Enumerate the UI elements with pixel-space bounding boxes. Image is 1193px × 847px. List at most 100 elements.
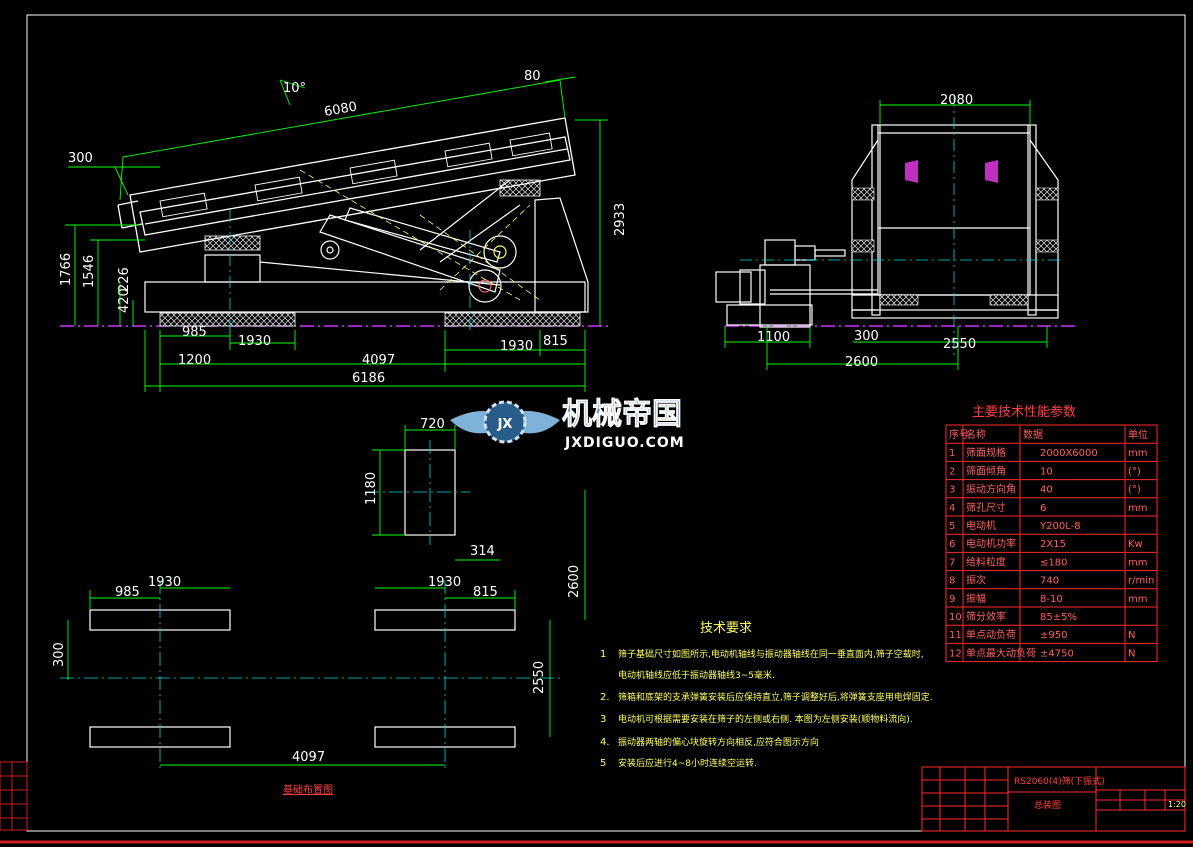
dim-1930b-side: 1930	[500, 339, 533, 354]
dim-1100: 1100	[757, 330, 790, 345]
gear-icon	[483, 400, 527, 444]
params-row-name: 振次	[966, 574, 986, 587]
dim-2600-end: 2600	[845, 355, 878, 370]
params-row-value: ±4750	[1040, 648, 1074, 659]
params-row-value: 740	[1040, 576, 1059, 587]
end-view: 2080 1100 300 2550 2600	[715, 93, 1075, 370]
dim-815-foundation: 815	[473, 585, 498, 600]
params-row-unit: (°)	[1128, 485, 1141, 496]
params-row-value: 2000X6000	[1040, 448, 1098, 459]
end-center-lines	[740, 95, 1060, 355]
side-view: 10° 6080 80 300 1766 1546 420 226 2933 9…	[59, 69, 628, 392]
tech-item-1-text: 电动机轴线应低于振动器轴线3~5毫米.	[618, 669, 775, 681]
params-row-name: 筛面规格	[966, 446, 1006, 459]
params-row-no: 6	[949, 539, 955, 550]
tech-item-4-num: 4.	[600, 737, 610, 748]
dim-1930b-foundation: 1930	[428, 575, 461, 590]
dim-985-foundation: 985	[115, 585, 140, 600]
params-row-value: 40	[1040, 485, 1053, 496]
params-row-no: 3	[949, 485, 955, 496]
upper-springs	[204, 179, 541, 251]
tech-requirements: 技术要求 1 筛子基础尺寸如图所示,电动机轴线与振动器轴线在同一垂直面内,筛子空…	[600, 621, 933, 769]
params-row-no: 11	[949, 630, 962, 641]
params-row-unit: r/min	[1128, 576, 1154, 587]
dim-1930a-side: 1930	[238, 334, 271, 349]
dim-2080: 2080	[940, 93, 973, 108]
params-row-unit: mm	[1128, 557, 1147, 568]
watermark-title: 机械帝国	[562, 397, 682, 432]
foundation-dimension-lines	[67, 425, 586, 766]
watermark-logo: JX 机械帝国 JXDIGUO.COM	[450, 397, 685, 451]
dim-815-side: 815	[543, 334, 568, 349]
title-block-name: RS2060(4)筛(下振式)	[1014, 775, 1105, 787]
tech-item-3-num: 3	[600, 714, 606, 725]
params-row-unit: (°)	[1128, 466, 1141, 477]
drawing-frame	[26, 14, 1186, 832]
tech-item-5-text: 安装后应进行4~8小时连续空运转.	[618, 757, 757, 769]
screen-box	[117, 117, 576, 253]
params-row-unit: Kw	[1128, 539, 1143, 550]
end-dimension-lines	[724, 100, 1048, 370]
params-row-value: ≤180	[1040, 557, 1067, 568]
dim-300-end: 300	[854, 329, 879, 344]
params-row-no: 5	[949, 521, 955, 532]
params-row-name: 振动方向角	[966, 483, 1016, 496]
params-row-name: 给料粒度	[966, 555, 1006, 568]
params-row-value: Y200L-8	[1039, 521, 1081, 532]
params-row-name: 电动机	[966, 519, 996, 532]
dim-1766: 1766	[59, 253, 74, 286]
tech-heading: 技术要求	[700, 621, 752, 636]
params-row-unit: mm	[1128, 448, 1147, 459]
dim-300-foundation: 300	[52, 642, 67, 667]
dim-80: 80	[524, 69, 541, 84]
params-row-name: 振幅	[966, 592, 986, 605]
dim-314: 314	[470, 544, 495, 559]
params-row-no: 8	[949, 576, 955, 587]
params-row-value: 85±5%	[1040, 612, 1077, 623]
params-row-value: 6	[1040, 503, 1046, 514]
params-row-value: 8-10	[1040, 594, 1063, 605]
params-row-unit: N	[1128, 630, 1135, 641]
params-row-unit: N	[1128, 648, 1135, 659]
dim-6080: 6080	[323, 99, 358, 120]
params-row-no: 4	[949, 503, 955, 514]
params-row-name: 电动机功率	[966, 537, 1016, 550]
side-base-frame	[144, 197, 589, 313]
watermark-url: JXDIGUO.COM	[564, 435, 685, 451]
params-row-no: 9	[949, 594, 955, 605]
params-row-value: 2X15	[1040, 539, 1066, 550]
params-title: 主要技术性能参数	[972, 404, 1076, 420]
params-header-1: 名称	[966, 428, 986, 441]
foundation-plan: 720 1180 314 2600 985 1930 1930 815 300 …	[52, 417, 586, 796]
tech-item-5-num: 5	[600, 758, 606, 769]
params-grid	[945, 424, 1158, 663]
dim-6186: 6186	[352, 371, 385, 386]
dim-226: 226	[117, 267, 132, 292]
params-row-no: 2	[949, 466, 955, 477]
params-header-3: 单位	[1128, 428, 1148, 441]
dim-2550-end: 2550	[943, 337, 976, 352]
params-row-unit: mm	[1128, 503, 1147, 514]
dim-1546: 1546	[82, 255, 97, 288]
dim-2550-foundation: 2550	[532, 661, 547, 694]
vibration-lines	[299, 169, 541, 301]
params-row-name: 筛分效率	[966, 610, 1006, 623]
dim-1200: 1200	[178, 353, 211, 368]
end-vents	[905, 160, 998, 183]
dim-4097-side: 4097	[362, 353, 395, 368]
foundation-center-lines	[60, 440, 560, 770]
dim-4097-foundation: 4097	[292, 750, 325, 765]
dim-1180: 1180	[364, 472, 379, 505]
left-strip-table	[0, 761, 28, 831]
foundation-caption: 基础布置图	[283, 783, 333, 796]
dim-985-side: 985	[182, 325, 207, 340]
side-center-lines	[229, 210, 471, 330]
params-row-no: 10	[949, 612, 962, 623]
watermark-badge: JX	[497, 417, 513, 432]
dim-720: 720	[420, 417, 445, 432]
params-row-value: ±950	[1040, 630, 1067, 641]
end-springs	[851, 187, 1059, 306]
